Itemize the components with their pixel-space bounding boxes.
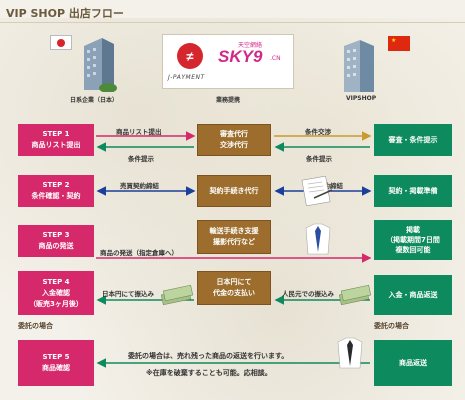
partnership-label: 業務提携 <box>216 97 241 104</box>
consign-label-right: 委託の場合 <box>374 322 409 330</box>
step-3-label: 商品の発送 <box>38 242 74 250</box>
partner-logo-panel <box>162 34 294 89</box>
rmb-money-stack-icon <box>338 284 372 306</box>
arrow-label-rmb: 人民元での振込み <box>282 290 334 298</box>
right-box-4: 入金・商品返送 <box>374 275 452 315</box>
middle-box-2-line1: 契約手続き代行 <box>209 186 259 195</box>
right-box-5: 商品返送 <box>374 340 452 386</box>
step-4-sublabel: （販売3ヶ月後） <box>29 299 83 308</box>
japan-company-label: 日系企業（日本） <box>70 97 119 104</box>
step-4-box: STEP 4 入金確認 （販売3ヶ月後） <box>18 271 94 315</box>
step-5-box: STEP 5 商品確認 <box>18 340 94 386</box>
right-box-3-line1: 掲載 <box>406 226 420 234</box>
vipshop-office-building-icon <box>344 40 374 92</box>
right-box-3: 掲載 （掲載期間7日間 複数回可能 <box>374 220 452 260</box>
page-title: VIP SHOP 出店フロー <box>6 7 124 20</box>
shirt-product-icon <box>305 223 331 255</box>
step-3-title: STEP 3 <box>42 231 70 239</box>
sky9-logo-text: SKY9 <box>218 47 263 66</box>
middle-box-1-line1: 審査代行 <box>220 130 248 138</box>
step-1-box: STEP 1 商品リスト提出 <box>18 124 94 156</box>
arrow-label-list-submit: 商品リスト提出 <box>116 128 162 136</box>
middle-box-3-line1: 輸送手続き支援 <box>209 227 259 235</box>
step-2-box: STEP 2 条件確認・契約 <box>18 175 94 207</box>
arrow-label-shipping: 商品の発送（指定倉庫へ） <box>100 249 178 257</box>
consign-note-return: 委託の場合は、売れ残った商品の返送を行います。 <box>128 352 289 360</box>
j-payment-logo: ≠ <box>177 43 203 69</box>
returned-shirt-icon <box>337 337 363 369</box>
step-2-label: 条件確認・契約 <box>31 192 81 200</box>
step-1-label: 商品リスト提出 <box>31 141 81 149</box>
right-box-4-line1: 入金・商品返送 <box>388 291 438 299</box>
j-payment-text: J-PAYMENT <box>168 74 205 81</box>
arrow-label-conditions-1: 条件提示 <box>128 155 154 163</box>
arrow-label-jpy: 日本円にて振込み <box>102 290 154 298</box>
right-box-1: 審査・条件提示 <box>374 124 452 156</box>
middle-box-1-line2: 交渉代行 <box>220 141 248 149</box>
right-box-3-line2: （掲載期間7日間 <box>386 236 440 244</box>
sky-logo-cn-text: 天空網絡 <box>238 42 263 49</box>
step-4-title: STEP 4 <box>42 277 70 286</box>
vipshop-label: VIPSHOP <box>346 95 377 102</box>
japan-office-building-icon <box>84 38 117 92</box>
right-box-2-line1: 契約・掲載準備 <box>388 187 438 195</box>
right-box-5-line1: 商品返送 <box>399 359 427 367</box>
contract-document-icon <box>301 176 333 206</box>
jpy-money-stack-icon <box>160 284 194 306</box>
middle-box-3: 輸送手続き支援 撮影代行など <box>197 220 271 254</box>
consign-note-dispose: ※在庫を破棄することも可能。応相談。 <box>146 369 272 377</box>
middle-box-4: 日本円にて 代金の支払い <box>197 271 271 305</box>
step-4-label: 入金確認 <box>42 288 70 297</box>
right-box-1-line1: 審査・条件提示 <box>388 136 438 144</box>
step-2-title: STEP 2 <box>42 181 70 189</box>
step-1-title: STEP 1 <box>42 130 70 138</box>
step-5-label: 商品確認 <box>42 364 70 372</box>
middle-box-2: 契約手続き代行 <box>197 175 271 207</box>
right-box-2: 契約・掲載準備 <box>374 175 452 207</box>
arrow-label-negotiation: 条件交渉 <box>305 128 331 136</box>
right-box-3-line3: 複数回可能 <box>395 246 431 254</box>
china-flag-icon: ★ <box>388 36 410 51</box>
step-3-box: STEP 3 商品の発送 <box>18 225 94 257</box>
arrow-label-contract-left: 売買契約締結 <box>120 182 159 190</box>
middle-box-4-line2: 代金の支払い <box>213 289 255 297</box>
consign-label-left: 委託の場合 <box>18 322 53 330</box>
middle-box-1: 審査代行 交渉代行 <box>197 124 271 156</box>
middle-box-4-line1: 日本円にて <box>216 278 252 286</box>
middle-box-3-line2: 撮影代行など <box>213 238 255 246</box>
japan-flag-icon <box>50 35 72 50</box>
step-5-title: STEP 5 <box>42 353 70 361</box>
svg-text:≠: ≠ <box>186 49 193 64</box>
sky9-logo-suffix: .CN <box>270 55 281 62</box>
arrow-label-conditions-2: 条件提示 <box>306 155 332 163</box>
header-divider <box>0 22 465 23</box>
